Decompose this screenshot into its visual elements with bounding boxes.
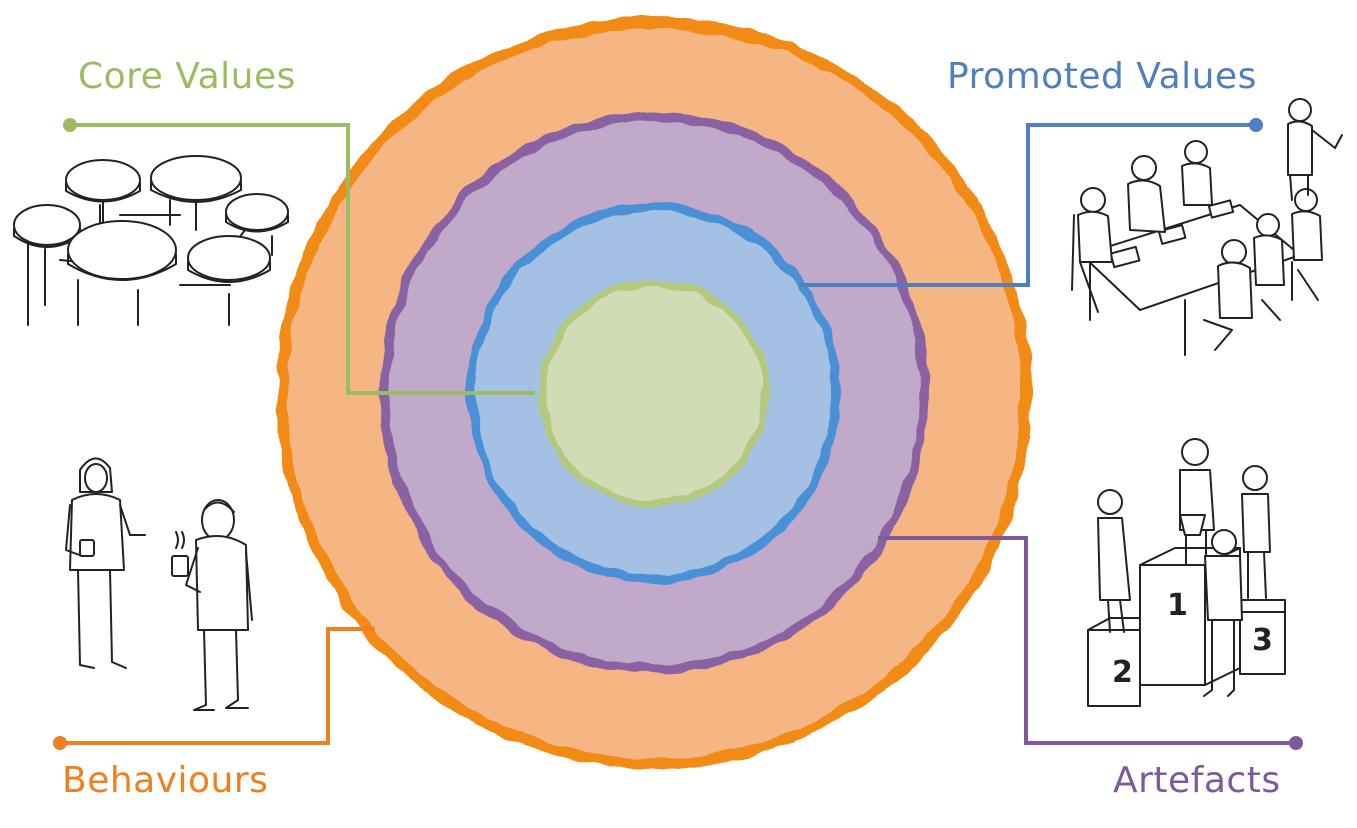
concentric-rings — [276, 17, 1032, 769]
podium-number-3: 3 — [1252, 623, 1273, 658]
connector-behaviours — [53, 627, 375, 750]
connector-artefacts — [878, 536, 1303, 750]
meeting-icon — [1071, 98, 1343, 356]
podium-number-2: 2 — [1112, 655, 1133, 690]
behaviours-label: Behaviours — [62, 760, 269, 801]
promoted-values-label: Promoted Values — [947, 56, 1257, 97]
tables-icon — [13, 155, 289, 326]
connector-promoted-values — [800, 118, 1263, 287]
coffee-chat-icon — [65, 457, 253, 711]
podium-number-1: 1 — [1167, 588, 1188, 623]
core-values-label: Core Values — [78, 56, 296, 97]
artefacts-label: Artefacts — [1113, 760, 1281, 801]
podium-icon: 2 1 3 — [1087, 438, 1286, 707]
connector-core-values — [63, 118, 535, 395]
ring-core-values — [538, 279, 770, 507]
